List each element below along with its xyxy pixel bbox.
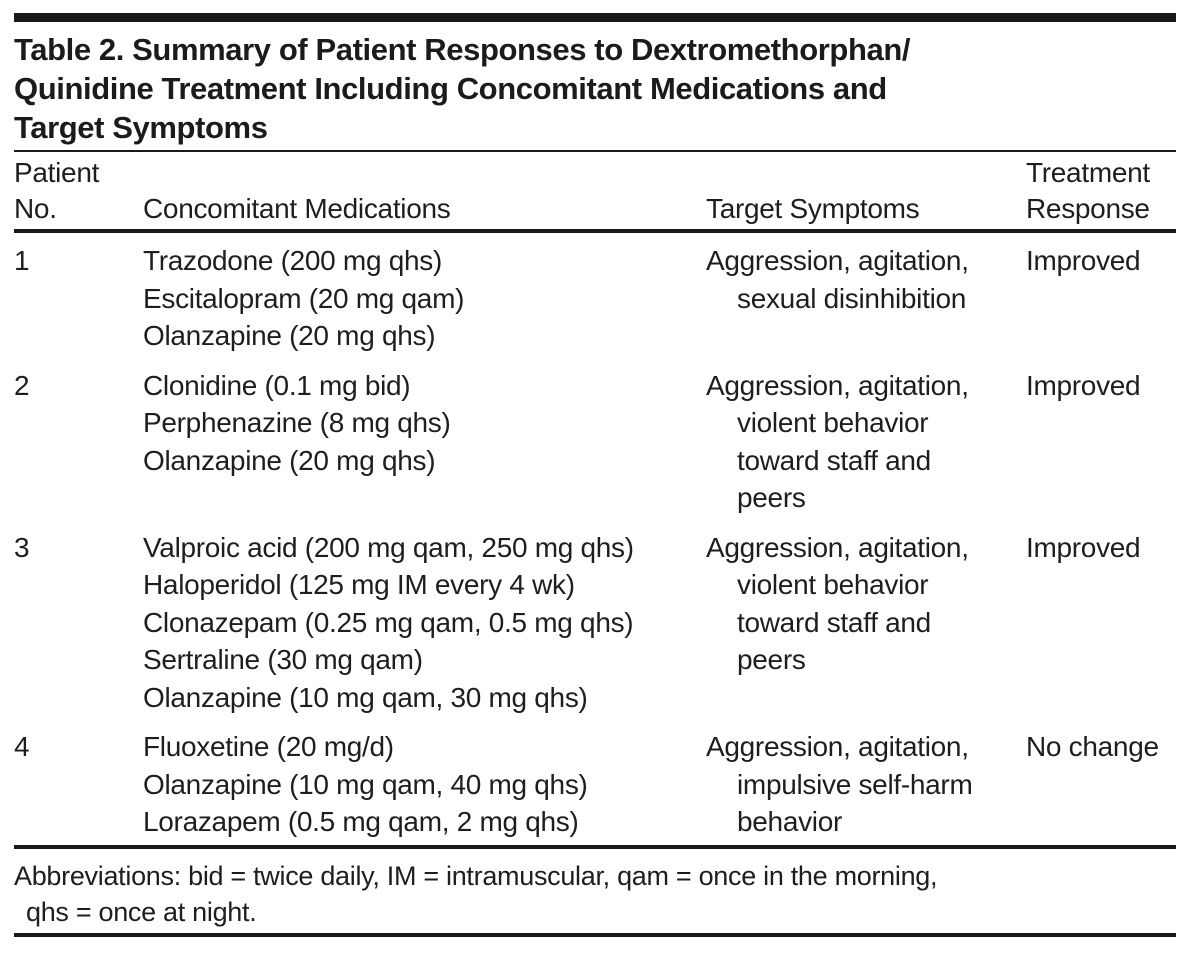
header-divider-rule bbox=[14, 229, 1176, 233]
medications-cell: Valproic acid (200 mg qam, 250 mg qhs) H… bbox=[143, 531, 634, 713]
top-border-rule bbox=[14, 13, 1176, 22]
symptoms-cell: Aggression, agitation, violent behavior … bbox=[706, 531, 969, 676]
column-header-patient-no: Patient No. bbox=[14, 157, 100, 224]
response-cell: Improved bbox=[1026, 369, 1141, 401]
table-row: 1 Trazodone (200 mg qhs) Escitalopram (2… bbox=[14, 242, 1176, 367]
response-cell: Improved bbox=[1026, 531, 1141, 563]
table-row: 4 Fluoxetine (20 mg/d) Olanzapine (10 mg… bbox=[14, 728, 1176, 845]
footer-divider-rule bbox=[14, 844, 1176, 849]
table-title: Table 2. Summary of Patient Responses to… bbox=[14, 32, 911, 145]
symptoms-cell: Aggression, agitation, impulsive self-ha… bbox=[706, 731, 973, 837]
table-row: 2 Clonidine (0.1 mg bid) Perphenazine (8… bbox=[14, 367, 1176, 529]
column-header-target-symptoms: Target Symptoms bbox=[706, 193, 920, 224]
medications-cell: Trazodone (200 mg qhs) Escitalopram (20 … bbox=[143, 245, 465, 351]
table-footnote: Abbreviations: bid = twice daily, IM = i… bbox=[14, 860, 938, 927]
symptoms-cell: Aggression, agitation, sexual disinhibit… bbox=[706, 245, 969, 314]
response-cell: No change bbox=[1026, 731, 1159, 762]
symptoms-cell: Aggression, agitation, violent behavior … bbox=[706, 369, 969, 514]
column-header-treatment-response: Treatment Response bbox=[1026, 157, 1150, 224]
table-body: 1 Trazodone (200 mg qhs) Escitalopram (2… bbox=[14, 233, 1176, 845]
patient-no-cell: 1 bbox=[14, 245, 30, 276]
table-container: Table 2. Summary of Patient Responses to… bbox=[14, 13, 1176, 937]
column-header-concomitant-medications: Concomitant Medications bbox=[143, 193, 451, 224]
patient-no-cell: 3 bbox=[14, 531, 30, 563]
table-row: 3 Valproic acid (200 mg qam, 250 mg qhs)… bbox=[14, 529, 1176, 729]
medications-cell: Fluoxetine (20 mg/d) Olanzapine (10 mg q… bbox=[143, 731, 588, 837]
title-divider-rule bbox=[14, 150, 1176, 152]
medications-cell: Clonidine (0.1 mg bid) Perphenazine (8 m… bbox=[143, 369, 451, 476]
response-cell: Improved bbox=[1026, 245, 1141, 276]
table-header-row: Patient No. Concomitant Medications Targ… bbox=[14, 152, 1176, 229]
patient-no-cell: 4 bbox=[14, 731, 30, 762]
patient-no-cell: 2 bbox=[14, 369, 30, 401]
bottom-border-rule bbox=[14, 932, 1176, 937]
